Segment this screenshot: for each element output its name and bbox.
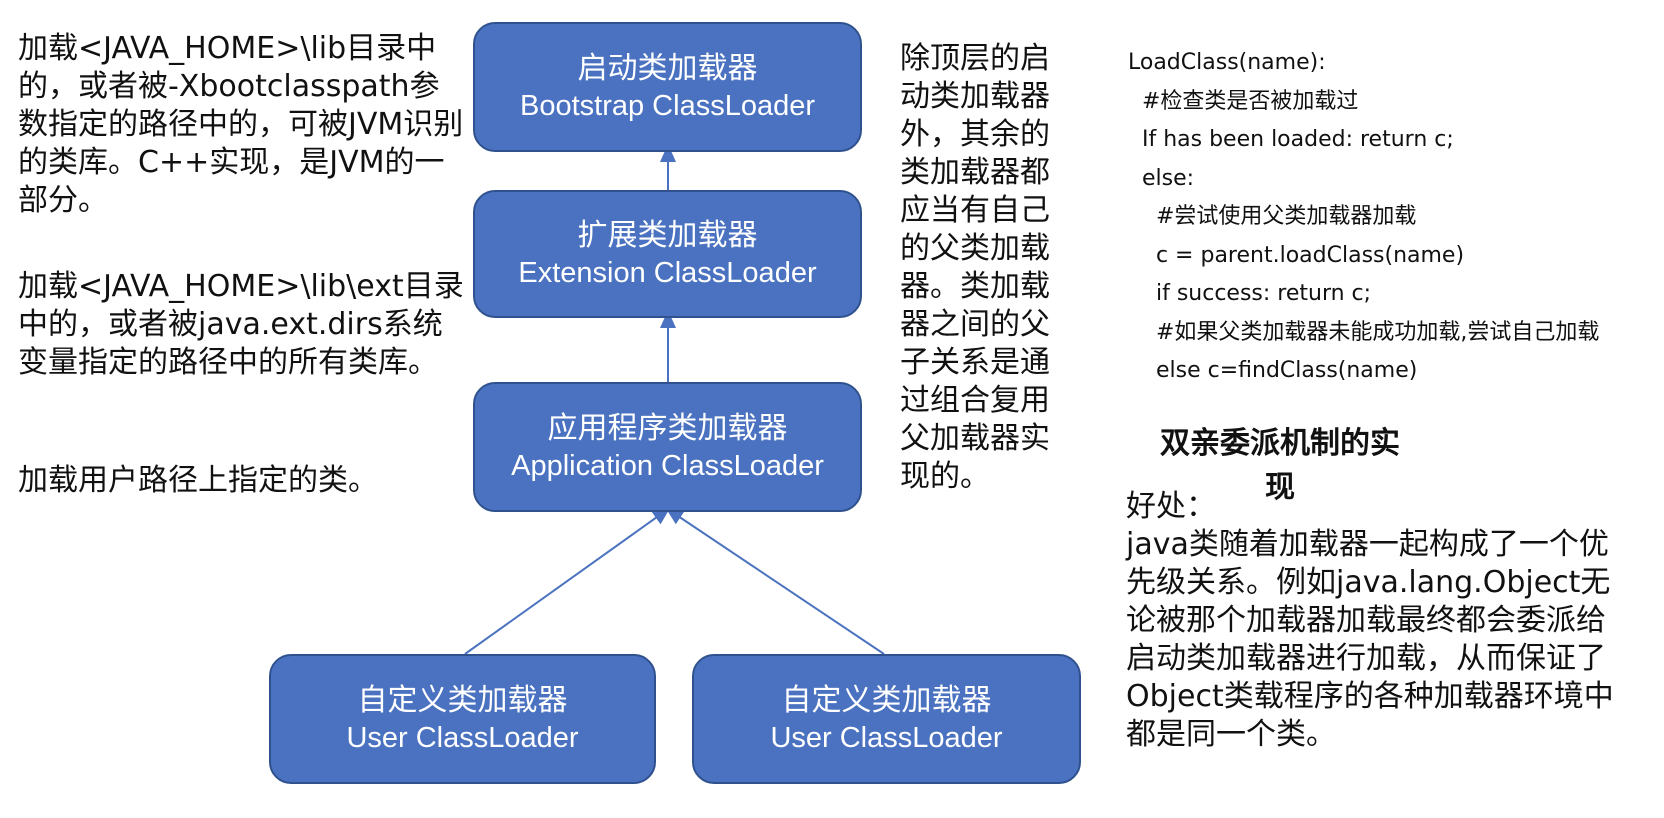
code-caption: 双亲委派机制的实现 (1160, 426, 1400, 505)
application-zh-label: 应用程序类加载器 (547, 411, 788, 446)
user-classloader-box-1: 自定义类加载器 User ClassLoader (269, 654, 656, 784)
bootstrap-zh-label: 启动类加载器 (577, 51, 758, 86)
user-classloader-box-2: 自定义类加载器 User ClassLoader (692, 654, 1081, 784)
application-description: 加载用户路径上指定的类。 (18, 463, 378, 498)
bootstrap-en-label: Bootstrap ClassLoader (520, 90, 815, 122)
code-line: #如果父类加载器未能成功加载,尝试自己加载 (1128, 319, 1600, 345)
application-en-label: Application ClassLoader (511, 450, 824, 482)
extension-en-label: Extension ClassLoader (518, 257, 817, 289)
bootstrap-description: 加载<JAVA_HOME>\lib目录中的，或者被-Xbootclasspath… (18, 31, 464, 218)
code-line: if success: return c; (1128, 281, 1372, 306)
code-line: else c=findClass(name) (1128, 358, 1418, 383)
benefit-note: 好处： java类随着加载器一起构成了一个优先级关系。例如java.lang.O… (1126, 489, 1614, 752)
pseudo-code: LoadClass(name): #检查类是否被加载过 If has been … (1128, 44, 1599, 391)
code-line: If has been loaded: return c; (1128, 127, 1454, 152)
code-line: c = parent.loadClass(name) (1128, 242, 1465, 268)
code-line: LoadClass(name): (1128, 50, 1326, 75)
arrow-user1-to-application (464, 507, 671, 655)
code-line: else: (1128, 165, 1195, 191)
application-classloader-box: 应用程序类加载器 Application ClassLoader (473, 382, 862, 512)
extension-classloader-box: 扩展类加载器 Extension ClassLoader (473, 190, 862, 318)
extension-zh-label: 扩展类加载器 (577, 218, 758, 253)
arrow-user2-to-application (665, 507, 885, 655)
parent-relationship-note: 除顶层的启动类加载器外，其余的类加载器都应当有自己的父类加载器。类加载器之间的父… (900, 41, 1050, 494)
user2-en-label: User ClassLoader (770, 722, 1003, 754)
code-line: #检查类是否被加载过 (1128, 88, 1359, 114)
user2-zh-label: 自定义类加载器 (781, 683, 992, 718)
extension-description: 加载<JAVA_HOME>\lib\ext目录中的，或者被java.ext.di… (18, 269, 464, 380)
user1-en-label: User ClassLoader (346, 722, 579, 754)
user1-zh-label: 自定义类加载器 (357, 683, 568, 718)
code-line: #尝试使用父类加载器加载 (1128, 204, 1417, 229)
bootstrap-classloader-box: 启动类加载器 Bootstrap ClassLoader (473, 22, 862, 152)
